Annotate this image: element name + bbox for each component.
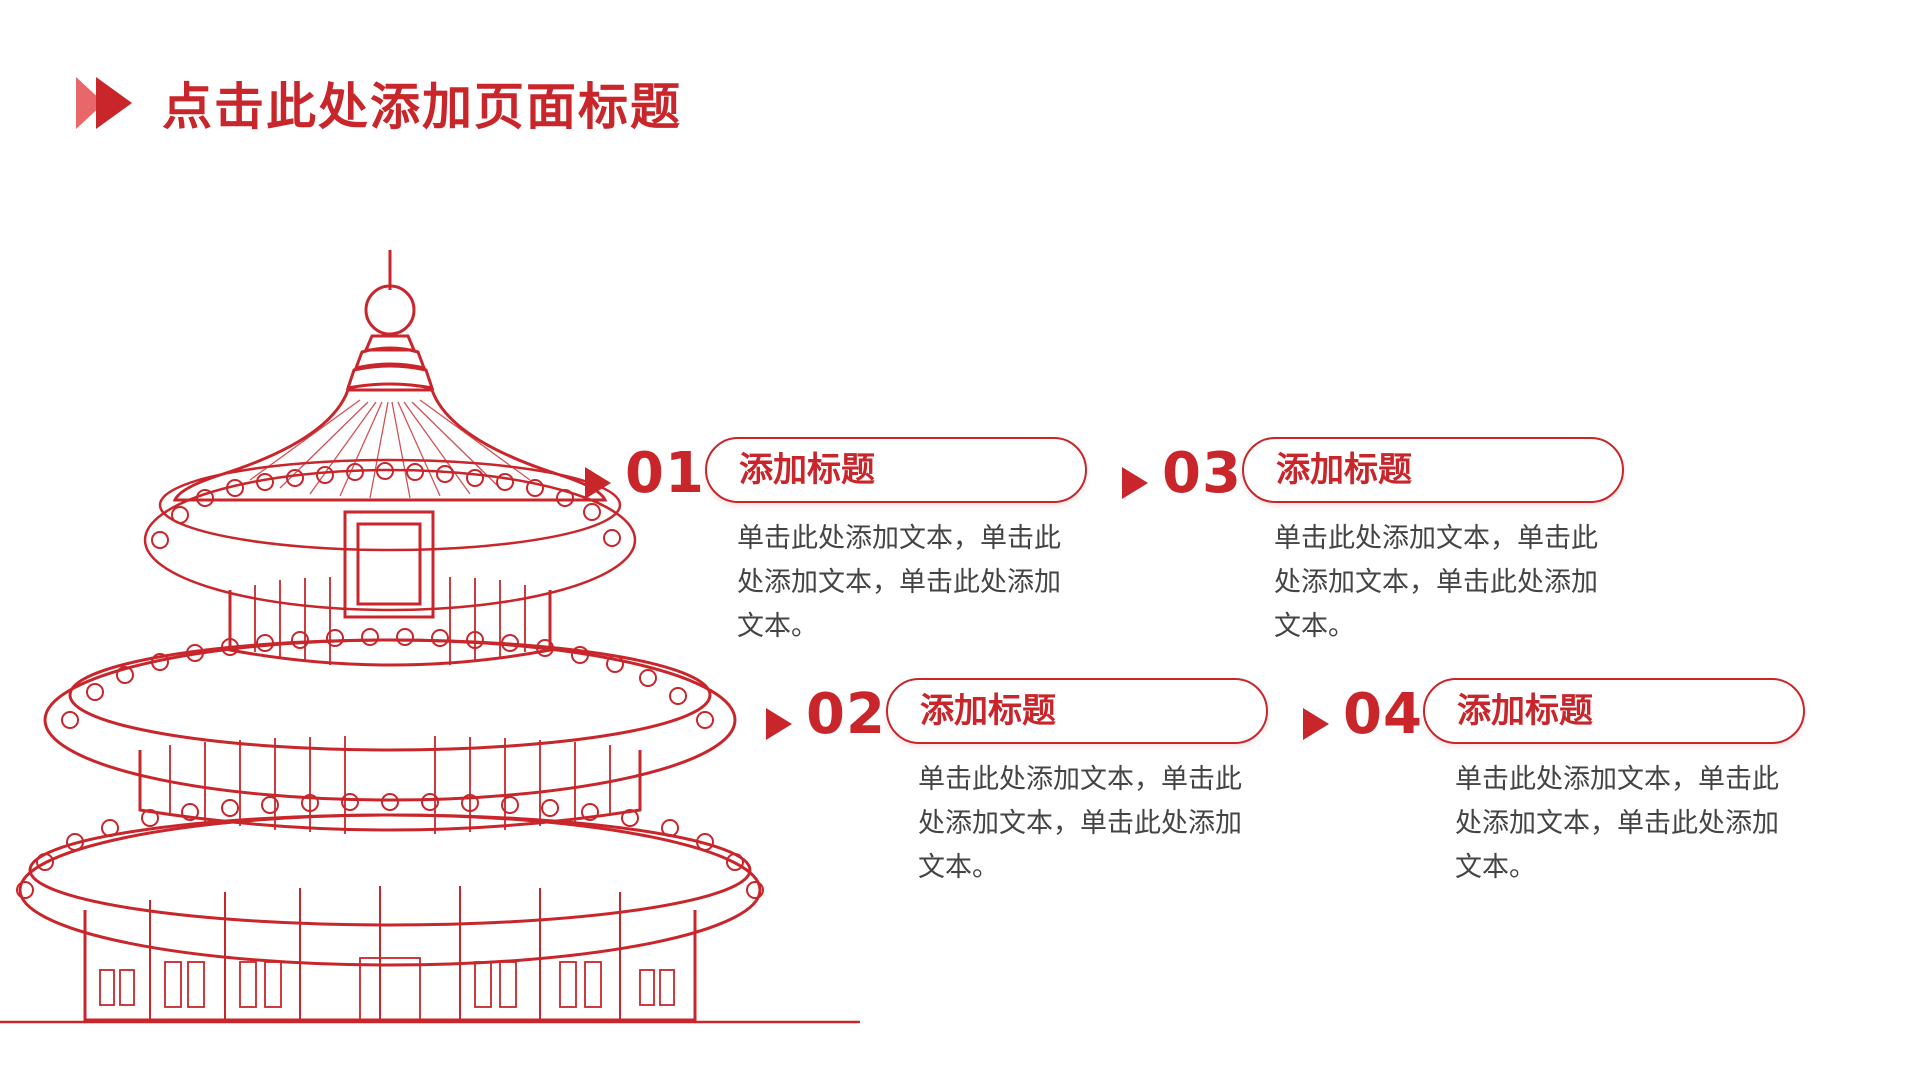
triangle-marker-icon — [766, 708, 792, 740]
item-description[interactable]: 单击此处添加文本，单击此处添加文本，单击此处添加文本。 — [737, 523, 1061, 642]
item-heading[interactable]: 添加标题 — [920, 691, 1056, 731]
page-title[interactable]: 点击此处添加页面标题 — [162, 78, 682, 136]
item-heading[interactable]: 添加标题 — [739, 450, 875, 490]
item-heading-pill[interactable]: 添加标题 — [1242, 437, 1624, 503]
item-heading-pill[interactable]: 添加标题 — [705, 437, 1087, 503]
item-description[interactable]: 单击此处添加文本，单击此处添加文本，单击此处添加文本。 — [1274, 523, 1598, 642]
item-02: 02 添加标题 单击此处添加文本，单击此处添加文本，单击此处添加文本。 — [766, 678, 1286, 908]
item-number: 01 — [625, 441, 705, 506]
item-description[interactable]: 单击此处添加文本，单击此处添加文本，单击此处添加文本。 — [918, 764, 1242, 883]
item-heading[interactable]: 添加标题 — [1457, 691, 1593, 731]
item-description[interactable]: 单击此处添加文本，单击此处添加文本，单击此处添加文本。 — [1455, 764, 1779, 883]
item-01: 01 添加标题 单击此处添加文本，单击此处添加文本，单击此处添加文本。 — [585, 437, 1105, 667]
item-number: 03 — [1162, 441, 1242, 506]
double-arrow-icon — [76, 77, 132, 129]
title-bar: 点击此处添加页面标题 — [74, 68, 682, 138]
temple-of-heaven-icon — [0, 250, 860, 1024]
item-number: 02 — [806, 682, 886, 747]
item-heading[interactable]: 添加标题 — [1276, 450, 1412, 490]
item-heading-pill[interactable]: 添加标题 — [1423, 678, 1805, 744]
triangle-marker-icon — [1303, 708, 1329, 740]
item-heading-pill[interactable]: 添加标题 — [886, 678, 1268, 744]
item-04: 04 添加标题 单击此处添加文本，单击此处添加文本，单击此处添加文本。 — [1303, 678, 1823, 908]
triangle-marker-icon — [585, 467, 611, 499]
item-number: 04 — [1343, 682, 1423, 747]
triangle-marker-icon — [1122, 467, 1148, 499]
item-03: 03 添加标题 单击此处添加文本，单击此处添加文本，单击此处添加文本。 — [1122, 437, 1642, 667]
